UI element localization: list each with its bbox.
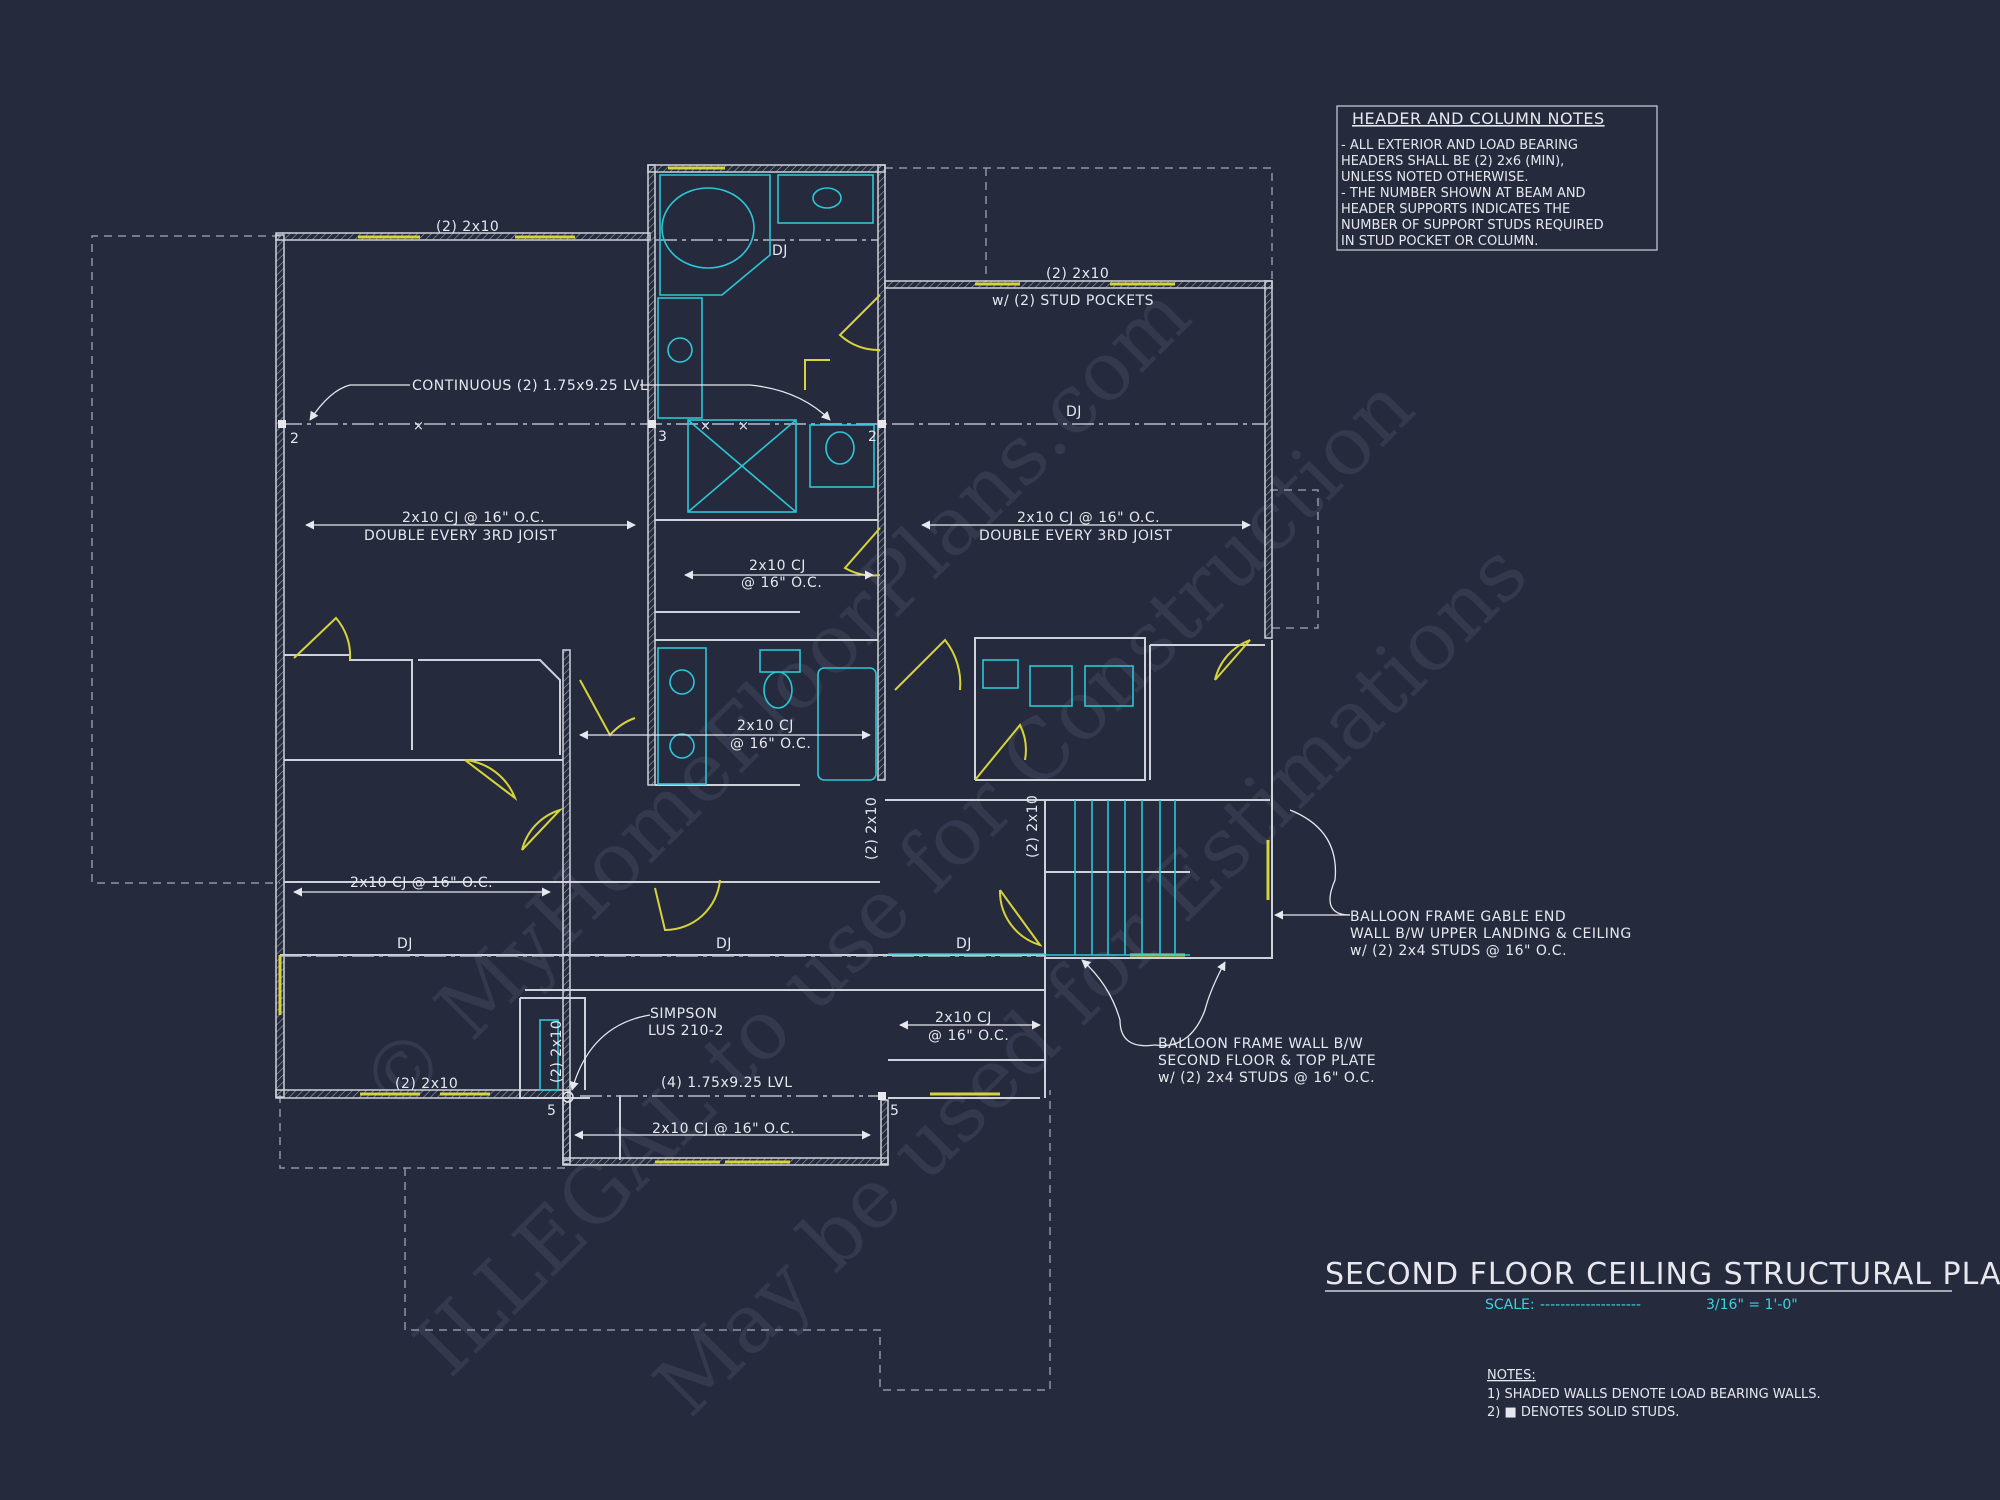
cj-hall-line-2: @ 16" O.C.	[741, 575, 822, 591]
cj-lower-left-label: 2x10 CJ @ 16" O.C.	[350, 875, 493, 891]
scale-value: 3/16" = 1'-0"	[1706, 1297, 1798, 1313]
support-number-2-left: 2	[290, 431, 299, 447]
header-top-left-label: (2) 2x10	[436, 219, 499, 235]
vert-header-2: (2) 2x10	[1025, 795, 1041, 858]
cj-stair-line-1: 2x10 CJ	[935, 1010, 992, 1026]
support-number-5-left: 5	[547, 1103, 556, 1119]
balloon-wall-line-2: SECOND FLOOR & TOP PLATE	[1158, 1053, 1376, 1069]
header-top-right-label: (2) 2x10	[1046, 266, 1109, 282]
plan-labels: (2) 2x10 (2) 2x10 w/ (2) STUD POCKETS CO…	[290, 219, 1632, 1137]
header-note-line: HEADERS SHALL BE (2) 2x6 (MIN),	[1341, 154, 1564, 169]
span-arrows	[293, 384, 1351, 1140]
scale-dashes: --------------------	[1540, 1297, 1641, 1313]
cj-stair-line-2: @ 16" O.C.	[928, 1028, 1009, 1044]
simpson-line-2: LUS 210-2	[648, 1023, 724, 1039]
header-note-line: - THE NUMBER SHOWN AT BEAM AND	[1341, 186, 1586, 201]
dj-label-lower-left: DJ	[397, 936, 413, 952]
doubled-joist-lines	[280, 239, 1268, 1097]
roof-overhang-outlines	[91, 167, 1319, 1391]
header-column-notes: HEADER AND COLUMN NOTES - ALL EXTERIOR A…	[1336, 105, 1658, 251]
cj-right-line-2: DOUBLE EVERY 3RD JOIST	[979, 528, 1172, 544]
vert-header-1: (2) 2x10	[864, 797, 880, 860]
solid-stud-markers: × × ×	[278, 419, 886, 1103]
cj-left-line-1: 2x10 CJ @ 16" O.C.	[402, 510, 545, 526]
vert-header-3: (2) 2x10	[549, 1020, 565, 1083]
header-note-line: - ALL EXTERIOR AND LOAD BEARING	[1341, 138, 1578, 153]
cj-hall-line-1: 2x10 CJ	[749, 558, 806, 574]
scale-label: SCALE:	[1485, 1297, 1535, 1313]
header-note-line: IN STUD POCKET OR COLUMN.	[1341, 234, 1538, 249]
header-note-line: UNLESS NOTED OTHERWISE.	[1341, 170, 1529, 185]
dj-label-lower-mid: DJ	[716, 936, 732, 952]
stud-pockets-label: w/ (2) STUD POCKETS	[992, 293, 1154, 309]
balloon-wall-line-3: w/ (2) 2x4 STUDS @ 16" O.C.	[1158, 1070, 1375, 1086]
support-number-2-right: 2	[868, 429, 877, 445]
balloon-gable-line-3: w/ (2) 2x4 STUDS @ 16" O.C.	[1350, 943, 1567, 959]
header-note-line: HEADER SUPPORTS INDICATES THE	[1341, 202, 1570, 217]
note-item: 2) ■ DENOTES SOLID STUDS.	[1487, 1405, 1679, 1420]
notes-title: NOTES:	[1487, 1368, 1536, 1383]
support-number-5-right: 5	[890, 1103, 899, 1119]
dj-label-bath: DJ	[772, 243, 788, 259]
svg-text:×: ×	[413, 419, 424, 434]
header-notes-title: HEADER AND COLUMN NOTES	[1352, 109, 1605, 128]
cj-bath-line-1: 2x10 CJ	[737, 718, 794, 734]
simpson-line-1: SIMPSON	[650, 1006, 717, 1022]
bottom-header-label: (2) 2x10	[395, 1076, 458, 1092]
cj-bottom-label: 2x10 CJ @ 16" O.C.	[652, 1121, 795, 1137]
balloon-gable-line-2: WALL B/W UPPER LANDING & CEILING	[1350, 926, 1632, 942]
lvl-4-label: (4) 1.75x9.25 LVL	[661, 1075, 793, 1091]
continuous-lvl-label: CONTINUOUS (2) 1.75x9.25 LVL	[412, 378, 648, 394]
dj-label-right: DJ	[1066, 404, 1082, 420]
exterior-walls	[275, 164, 1273, 1166]
plan-title-block: SECOND FLOOR CEILING STRUCTURAL PLAN SCA…	[1325, 1257, 2000, 1313]
balloon-wall-line-1: BALLOON FRAME WALL B/W	[1158, 1036, 1363, 1052]
cj-bath-line-2: @ 16" O.C.	[730, 736, 811, 752]
balloon-gable-line-1: BALLOON FRAME GABLE END	[1350, 909, 1566, 925]
plan-title: SECOND FLOOR CEILING STRUCTURAL PLAN	[1325, 1257, 2000, 1292]
dj-label-lower-right: DJ	[956, 936, 972, 952]
general-notes: NOTES: 1) SHADED WALLS DENOTE LOAD BEARI…	[1487, 1368, 1821, 1420]
bath-fixtures	[539, 174, 1190, 1091]
cj-left-line-2: DOUBLE EVERY 3RD JOIST	[364, 528, 557, 544]
header-note-line: NUMBER OF SUPPORT STUDS REQUIRED	[1341, 218, 1604, 233]
support-number-3: 3	[658, 429, 667, 445]
cj-right-line-1: 2x10 CJ @ 16" O.C.	[1017, 510, 1160, 526]
note-item: 1) SHADED WALLS DENOTE LOAD BEARING WALL…	[1487, 1387, 1821, 1402]
svg-text:×: ×	[738, 419, 749, 434]
svg-text:×: ×	[700, 419, 711, 434]
